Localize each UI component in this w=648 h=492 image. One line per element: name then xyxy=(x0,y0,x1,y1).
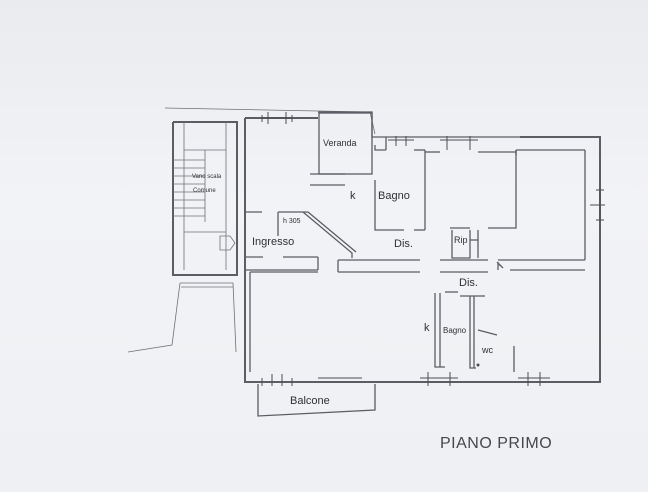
stair-landing xyxy=(127,282,237,353)
room-label-balcony: Balcone xyxy=(290,395,330,407)
plan-title: PIANO PRIMO xyxy=(440,435,553,452)
room-label-hall-lower: Dis. xyxy=(459,277,478,289)
room-label-kitchen-upper: k xyxy=(350,190,356,202)
stairwell xyxy=(172,121,238,276)
room-label-ingresso: Ingresso xyxy=(252,236,295,248)
room-label-hall-upper: Dis. xyxy=(394,238,413,250)
ceiling-height-label: h 305 xyxy=(283,218,301,225)
windows xyxy=(261,112,605,386)
veranda-walls xyxy=(310,112,373,186)
room-label-stair-1: Vano scala xyxy=(192,174,222,180)
interior-walls-lower xyxy=(249,261,515,372)
outer-walls xyxy=(244,111,601,383)
property-line xyxy=(164,107,371,113)
room-label-bathroom-upper: Bagno xyxy=(378,190,410,202)
room-label-veranda: Veranda xyxy=(323,138,357,148)
room-label-wc: wc xyxy=(482,345,493,355)
balcony xyxy=(257,384,376,417)
entrance-arrow-icon xyxy=(219,235,236,251)
drain-icon xyxy=(476,363,480,367)
interior-walls-upper xyxy=(245,137,586,273)
room-label-stair-2: Comune xyxy=(193,188,216,194)
room-label-storage: Rip xyxy=(454,235,468,245)
room-label-kitchen-lower: k xyxy=(424,322,430,334)
room-label-bathroom-lower: Bagno xyxy=(443,326,467,335)
